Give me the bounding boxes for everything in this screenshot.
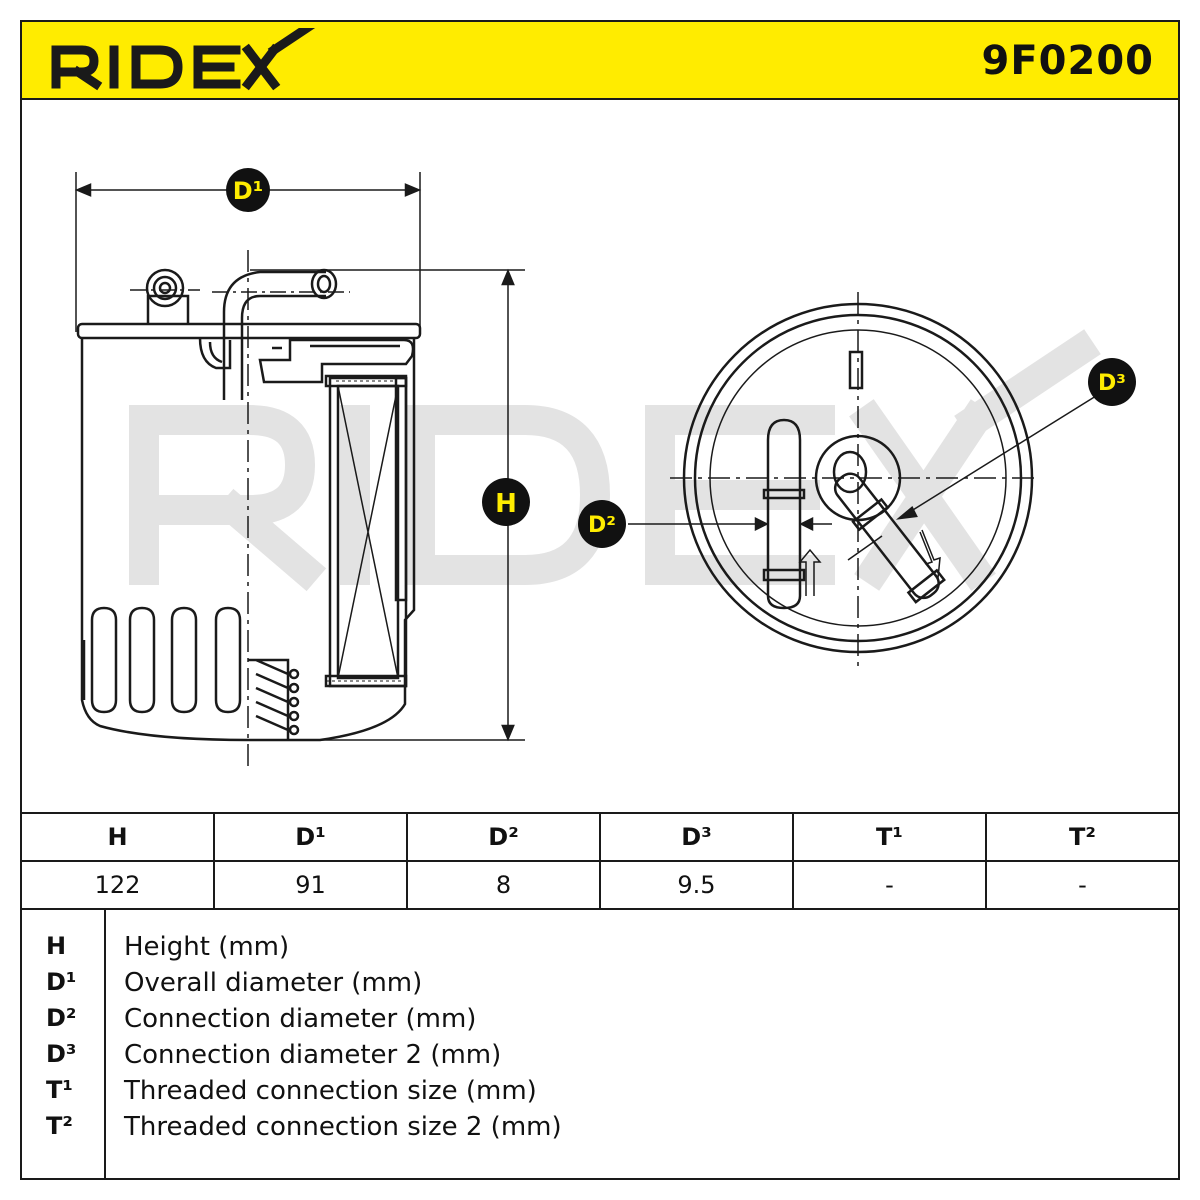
legend-code: T¹ — [46, 1076, 73, 1104]
ridex-logo — [51, 28, 316, 91]
spec-header-d3: D³ — [599, 812, 794, 862]
part-number: 9F0200 — [981, 38, 1154, 84]
spec-value-d1: 91 — [213, 860, 408, 910]
spec-header-h: H — [20, 812, 215, 862]
legend-row: D³ Connection diameter 2 (mm) — [20, 1040, 1180, 1076]
header-bar: 9F0200 — [20, 20, 1180, 100]
legend-code: D¹ — [46, 968, 77, 996]
svg-text:D³: D³ — [1098, 371, 1126, 396]
legend-row: D¹ Overall diameter (mm) — [20, 968, 1180, 1004]
badge-d2: D² — [578, 500, 626, 548]
legend-description: Connection diameter 2 (mm) — [124, 1040, 502, 1070]
legend-description: Height (mm) — [124, 932, 290, 962]
badge-d1: D¹ — [226, 168, 270, 212]
legend-description: Overall diameter (mm) — [124, 968, 423, 998]
top-view — [628, 292, 1097, 672]
spec-table-value-row: 122 91 8 9.5 - - — [20, 860, 1180, 910]
spec-value-t1: - — [792, 860, 987, 910]
spec-value-d2: 8 — [406, 860, 601, 910]
spec-header-d1: D¹ — [213, 812, 408, 862]
badge-h: H — [482, 478, 530, 526]
spec-value-h: 122 — [20, 860, 215, 910]
spec-table-header-row: H D¹ D² D³ T¹ T² — [20, 812, 1180, 862]
svg-text:D¹: D¹ — [233, 177, 263, 205]
side-view — [74, 172, 525, 768]
svg-text:D²: D² — [588, 513, 616, 538]
legend-row: D² Connection diameter (mm) — [20, 1004, 1180, 1040]
legend: H Height (mm) D¹ Overall diameter (mm) D… — [20, 910, 1180, 1180]
legend-code: T² — [46, 1112, 73, 1140]
spec-value-t2: - — [985, 860, 1180, 910]
spec-header-d2: D² — [406, 812, 601, 862]
watermark-logo — [129, 329, 1101, 592]
svg-text:H: H — [495, 489, 517, 519]
legend-code: H — [46, 932, 67, 960]
spec-header-t2: T² — [985, 812, 1180, 862]
legend-description: Threaded connection size (mm) — [124, 1076, 537, 1106]
spec-header-t1: T¹ — [792, 812, 987, 862]
legend-description: Threaded connection size 2 (mm) — [124, 1112, 562, 1142]
legend-row: T² Threaded connection size 2 (mm) — [20, 1112, 1180, 1148]
legend-code: D³ — [46, 1040, 77, 1068]
technical-drawing: D¹ H D² D³ — [74, 168, 1136, 768]
legend-row: H Height (mm) — [20, 932, 1180, 968]
legend-divider — [104, 910, 106, 1178]
spec-table: H D¹ D² D³ T¹ T² 122 91 8 9.5 - - — [20, 812, 1180, 910]
badge-d3: D³ — [1088, 358, 1136, 406]
legend-code: D² — [46, 1004, 77, 1032]
legend-row: T¹ Threaded connection size (mm) — [20, 1076, 1180, 1112]
legend-description: Connection diameter (mm) — [124, 1004, 477, 1034]
spec-value-d3: 9.5 — [599, 860, 794, 910]
